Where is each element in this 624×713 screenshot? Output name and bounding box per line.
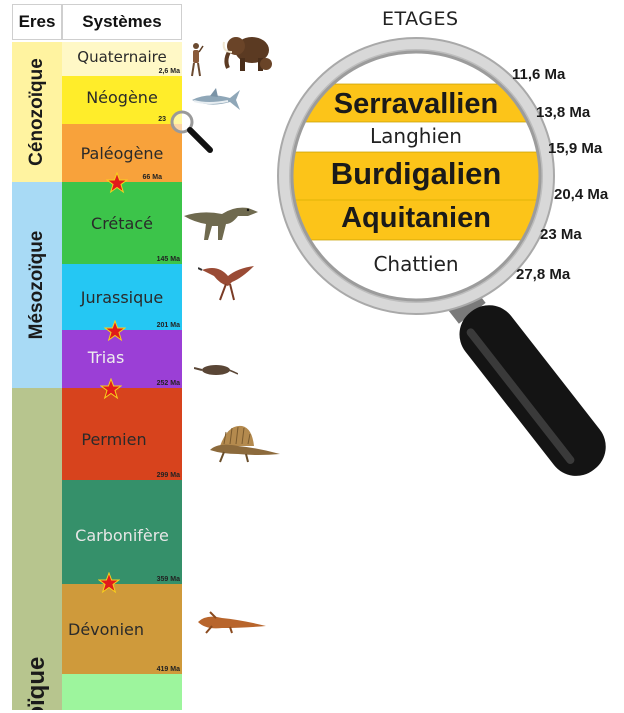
stage-aquitanien: Aquitanien xyxy=(300,202,532,235)
stage-age-23: 23 Ma xyxy=(540,226,582,243)
magnifier-small-icon xyxy=(168,108,214,154)
system-name-cretace: Crétacé xyxy=(62,214,182,233)
stage-age-15-9: 15,9 Ma xyxy=(548,140,602,157)
system-name-paleogene: Paléogène xyxy=(62,144,182,163)
stage-burdigalien: Burdigalien xyxy=(300,156,532,192)
stage-chattien: Chattien xyxy=(300,252,532,276)
system-age-cretace: 145 Ma xyxy=(157,256,180,263)
systemes-header-label: Systèmes xyxy=(82,12,161,32)
extinction-star-icon xyxy=(98,572,120,594)
extinction-star-icon xyxy=(104,320,126,342)
system-name-devonien: Dévonien xyxy=(46,620,166,639)
era-label-cenozoique: Cénozoïque xyxy=(26,58,48,166)
system-carbonifere: Carbonifère 359 Ma xyxy=(62,480,182,584)
system-name-trias: Trias xyxy=(46,348,166,367)
system-age-quaternaire: 2,6 Ma xyxy=(159,68,180,75)
etages-title: ETAGES xyxy=(382,8,459,30)
system-name-jurassique: Jurassique xyxy=(62,288,182,307)
stage-age-27-8: 27,8 Ma xyxy=(516,266,570,283)
system-name-neogene: Néogène xyxy=(62,88,182,107)
systemes-header: Systèmes xyxy=(62,4,182,40)
stage-langhien: Langhien xyxy=(300,124,532,148)
system-age-carbonifere: 359 Ma xyxy=(157,576,180,583)
system-bottom xyxy=(62,674,182,710)
trex-icon xyxy=(182,198,260,242)
system-age-paleogene: 66 Ma xyxy=(143,174,162,181)
system-age-trias: 252 Ma xyxy=(157,380,180,387)
amphibian-icon xyxy=(196,610,268,634)
system-neogene: Néogène 23 xyxy=(62,76,182,124)
eres-header-label: Eres xyxy=(19,12,56,32)
extinction-star-icon xyxy=(106,172,128,194)
shark-icon xyxy=(190,88,242,112)
system-permien: Permien 299 Ma xyxy=(62,388,182,480)
system-name-permien: Permien xyxy=(54,430,174,449)
system-age-permien: 299 Ma xyxy=(157,472,180,479)
human-icon xyxy=(188,42,204,78)
system-age-neogene: 23 xyxy=(158,116,166,123)
stage-age-13-8: 13,8 Ma xyxy=(536,104,590,121)
system-name-carbonifere: Carbonifère xyxy=(62,526,182,545)
eres-header: Eres xyxy=(12,4,62,40)
system-name-quaternaire: Quaternaire xyxy=(62,48,182,66)
extinction-star-icon xyxy=(100,378,122,400)
small-mammal-icon xyxy=(194,362,238,378)
system-quaternaire: Quaternaire 2,6 Ma xyxy=(62,42,182,76)
system-cretace: Crétacé 145 Ma xyxy=(62,182,182,264)
stage-age-20-4: 20,4 Ma xyxy=(554,186,608,203)
mammoth-icon xyxy=(222,30,274,74)
era-label-paleozoique: ozoïque xyxy=(23,657,51,710)
stage-age-11-6: 11,6 Ma xyxy=(512,66,565,83)
bird-dinosaur-icon xyxy=(198,262,256,302)
era-label-mesozoique: Mésozoïque xyxy=(26,231,48,340)
system-age-devonien: 419 Ma xyxy=(157,666,180,673)
system-devonien: Dévonien 419 Ma xyxy=(62,584,182,674)
stage-serravallien: Serravallien xyxy=(300,88,532,121)
era-cenozoique: Cénozoïque xyxy=(12,42,62,182)
system-age-jurassique: 201 Ma xyxy=(157,322,180,329)
